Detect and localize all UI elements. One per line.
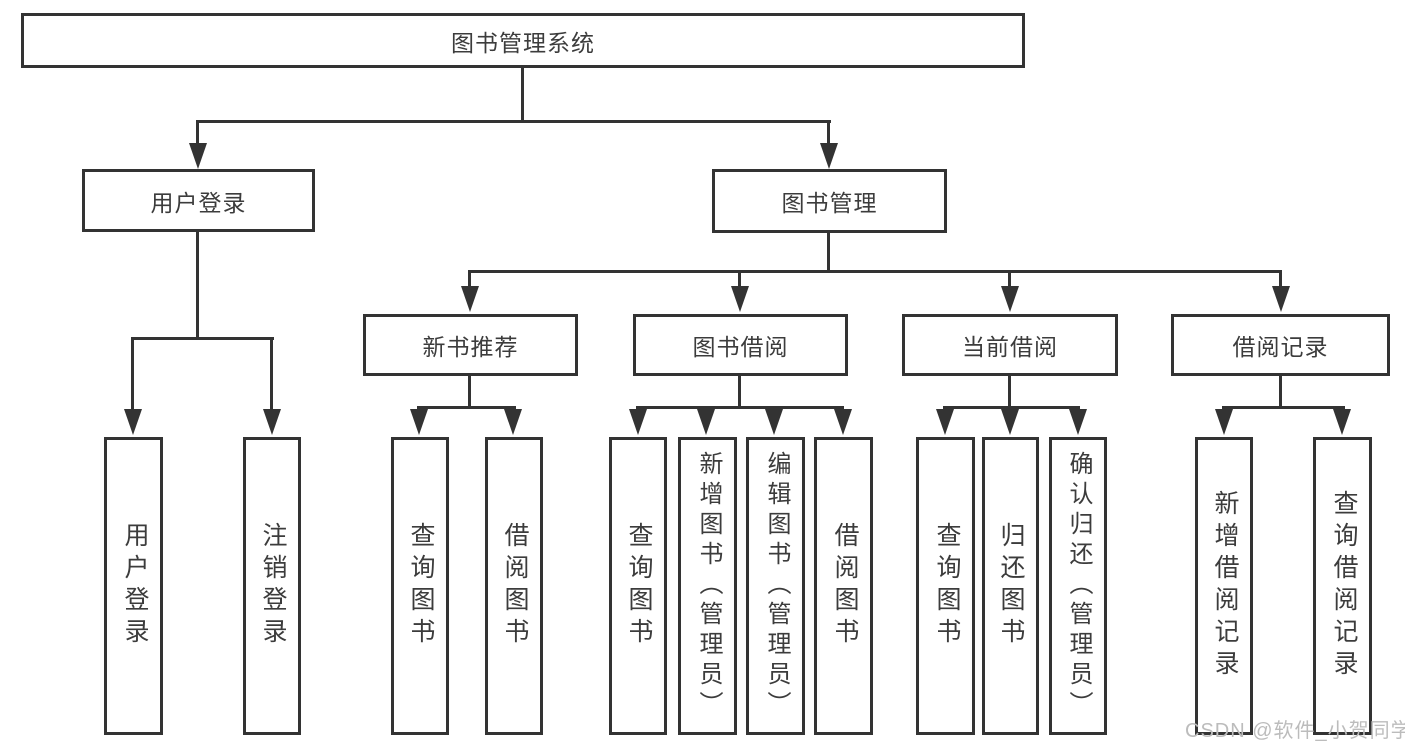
connector-line	[827, 120, 830, 148]
leaf-logout: 注销登录	[243, 437, 301, 735]
arrowhead-icon	[834, 409, 852, 435]
leaf-query-books-borrow: 查询图书	[609, 437, 667, 735]
arrowhead-icon	[461, 286, 479, 312]
arrowhead-icon	[189, 143, 207, 169]
arrowhead-icon	[731, 286, 749, 312]
connector-line	[1008, 376, 1011, 406]
connector-line	[196, 232, 199, 337]
connector-line	[521, 68, 524, 120]
node-current-borrow: 当前借阅	[902, 314, 1118, 376]
arrowhead-icon	[765, 409, 783, 435]
connector-line	[1222, 406, 1345, 409]
node-book-management: 图书管理	[712, 169, 947, 233]
node-user-login: 用户登录	[82, 169, 315, 232]
connector-line	[468, 270, 471, 290]
connector-line	[636, 406, 844, 409]
leaf-add-borrow-record: 新增借阅记录	[1195, 437, 1253, 735]
connector-line	[196, 120, 199, 148]
arrowhead-icon	[504, 409, 522, 435]
arrowhead-icon	[1333, 409, 1351, 435]
arrowhead-icon	[629, 409, 647, 435]
connector-line	[827, 233, 830, 270]
arrowhead-icon	[124, 409, 142, 435]
arrowhead-icon	[1069, 409, 1087, 435]
arrowhead-icon	[1272, 286, 1290, 312]
connector-line	[197, 120, 831, 123]
arrowhead-icon	[410, 409, 428, 435]
connector-line	[418, 406, 516, 409]
arrowhead-icon	[697, 409, 715, 435]
connector-line	[1279, 376, 1282, 406]
leaf-confirm-return-admin: 确认归还（管理员）	[1049, 437, 1107, 735]
connector-line	[943, 406, 1080, 409]
leaf-query-books-recommend: 查询图书	[391, 437, 449, 735]
leaf-return-book: 归还图书	[982, 437, 1039, 735]
connector-line	[738, 270, 741, 290]
arrowhead-icon	[1001, 286, 1019, 312]
arrowhead-icon	[936, 409, 954, 435]
connector-line	[469, 270, 1282, 273]
leaf-query-borrow-record: 查询借阅记录	[1313, 437, 1372, 735]
node-borrow-records: 借阅记录	[1171, 314, 1390, 376]
node-new-book-recommend: 新书推荐	[363, 314, 578, 376]
leaf-user-login: 用户登录	[104, 437, 163, 735]
leaf-borrow-books: 借阅图书	[814, 437, 873, 735]
node-library-system: 图书管理系统	[21, 13, 1025, 68]
connector-line	[1008, 270, 1011, 290]
connector-line	[270, 337, 273, 412]
connector-line	[738, 376, 741, 406]
leaf-borrow-books-recommend: 借阅图书	[485, 437, 543, 735]
arrowhead-icon	[1001, 409, 1019, 435]
arrowhead-icon	[263, 409, 281, 435]
connector-line	[132, 337, 274, 340]
node-book-borrow: 图书借阅	[633, 314, 848, 376]
connector-line	[1279, 270, 1282, 290]
arrowhead-icon	[1215, 409, 1233, 435]
leaf-add-book-admin: 新增图书（管理员）	[678, 437, 737, 735]
connector-line	[468, 376, 471, 406]
connector-line	[131, 337, 134, 412]
watermark: CSDN @软件_小贺同学	[1185, 720, 1405, 742]
leaf-query-books-current: 查询图书	[916, 437, 975, 735]
leaf-edit-book-admin: 编辑图书（管理员）	[746, 437, 805, 735]
arrowhead-icon	[820, 143, 838, 169]
